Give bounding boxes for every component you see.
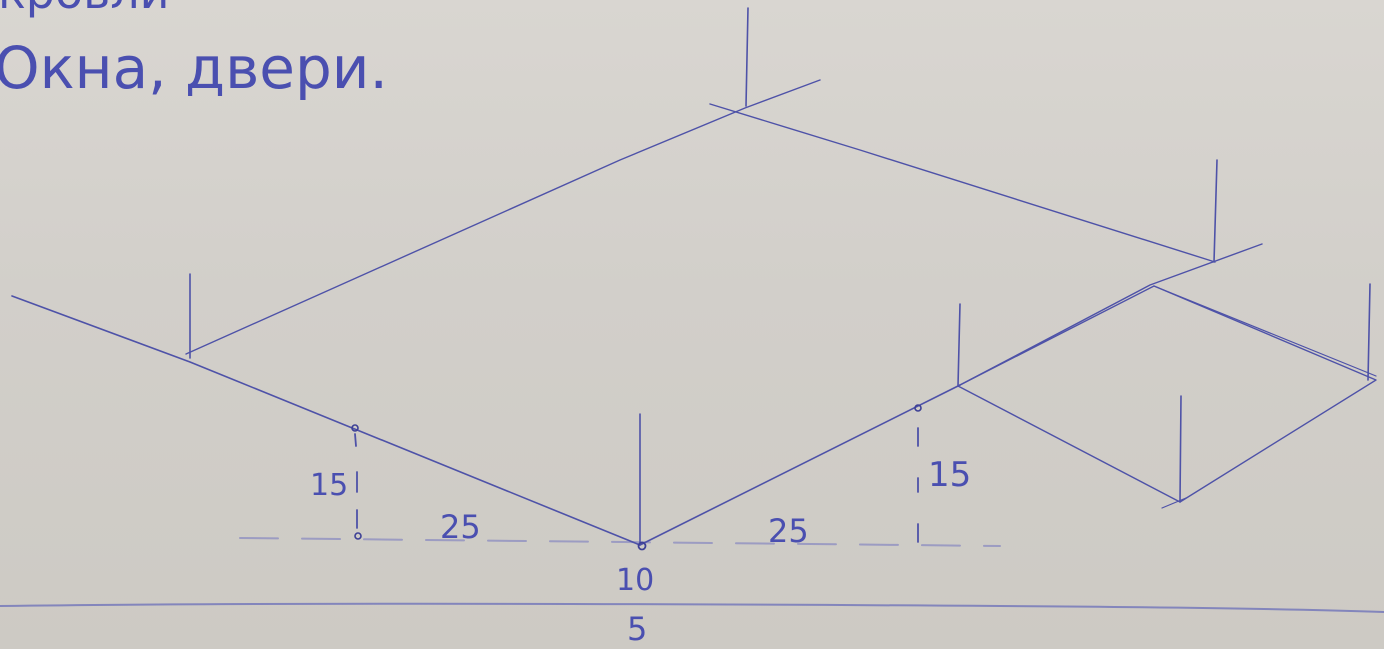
annex-outline bbox=[957, 285, 1377, 503]
center-dot bbox=[637, 541, 647, 551]
ground-line bbox=[0, 602, 1384, 613]
heading-line-2: Окна, двери. bbox=[0, 34, 388, 102]
post-right-back bbox=[1213, 159, 1218, 263]
right-back-edge bbox=[709, 103, 1216, 263]
left-front-edge bbox=[11, 295, 641, 546]
annex-tick bbox=[1161, 497, 1187, 509]
annex-diagonal bbox=[1153, 285, 1377, 377]
label-center-upper: 10 bbox=[616, 563, 654, 598]
label-center-lower: 5 bbox=[627, 610, 647, 648]
post-back bbox=[745, 7, 749, 107]
post-annex-right bbox=[1367, 283, 1371, 381]
measure-line bbox=[239, 537, 1001, 547]
left-bottom-dot bbox=[354, 532, 362, 540]
label-right-height: 15 bbox=[928, 455, 971, 495]
left-height-marker bbox=[354, 433, 358, 529]
label-right-span: 25 bbox=[768, 512, 809, 550]
left-top-dot bbox=[351, 424, 359, 432]
label-left-span: 25 bbox=[440, 508, 481, 546]
label-left-height: 15 bbox=[310, 468, 348, 503]
right-front-edge bbox=[639, 384, 961, 546]
right-side-edge bbox=[959, 243, 1263, 386]
heading-line-1: кровли bbox=[0, 0, 170, 19]
post-annex-front bbox=[1179, 395, 1182, 503]
post-right-front bbox=[957, 303, 961, 387]
left-back-edge bbox=[185, 79, 821, 355]
right-top-dot bbox=[914, 404, 922, 412]
